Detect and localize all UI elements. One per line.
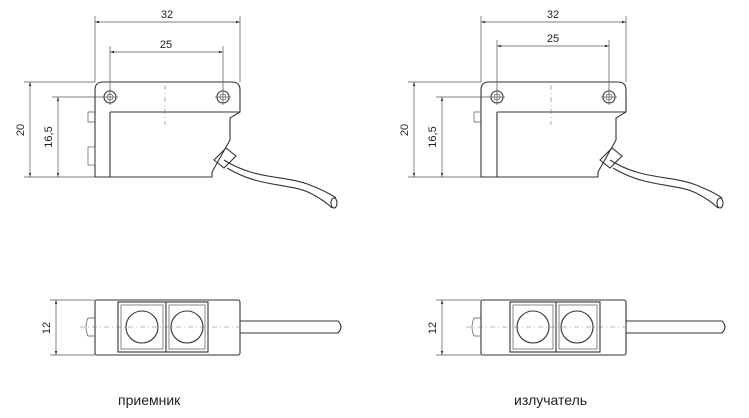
receiver-front-view bbox=[80, 299, 342, 356]
receiver-caption: приемник bbox=[118, 392, 181, 408]
emitter-front-dimensions bbox=[436, 299, 481, 356]
emitter-dim-height: 20 bbox=[399, 124, 411, 136]
emitter-caption: излучатель bbox=[514, 392, 588, 408]
receiver-dim-overall-width: 32 bbox=[161, 9, 173, 21]
receiver-side-view bbox=[87, 81, 338, 209]
receiver-front-dimensions bbox=[50, 299, 95, 356]
receiver-dimensions bbox=[24, 16, 241, 178]
receiver-dim-hole-height: 16,5 bbox=[43, 126, 55, 147]
emitter-dimensions bbox=[408, 16, 627, 178]
emitter-side-view bbox=[473, 81, 724, 209]
receiver-dim-depth: 12 bbox=[41, 322, 53, 334]
emitter-dim-overall-width: 32 bbox=[547, 9, 559, 21]
receiver-dim-hole-spacing: 25 bbox=[160, 39, 172, 51]
emitter-dim-depth: 12 bbox=[427, 322, 439, 334]
emitter-dim-hole-height: 16,5 bbox=[427, 126, 439, 147]
emitter-dim-hole-spacing: 25 bbox=[547, 33, 559, 45]
emitter-front-view bbox=[466, 299, 726, 356]
receiver-dim-height: 20 bbox=[15, 124, 27, 136]
